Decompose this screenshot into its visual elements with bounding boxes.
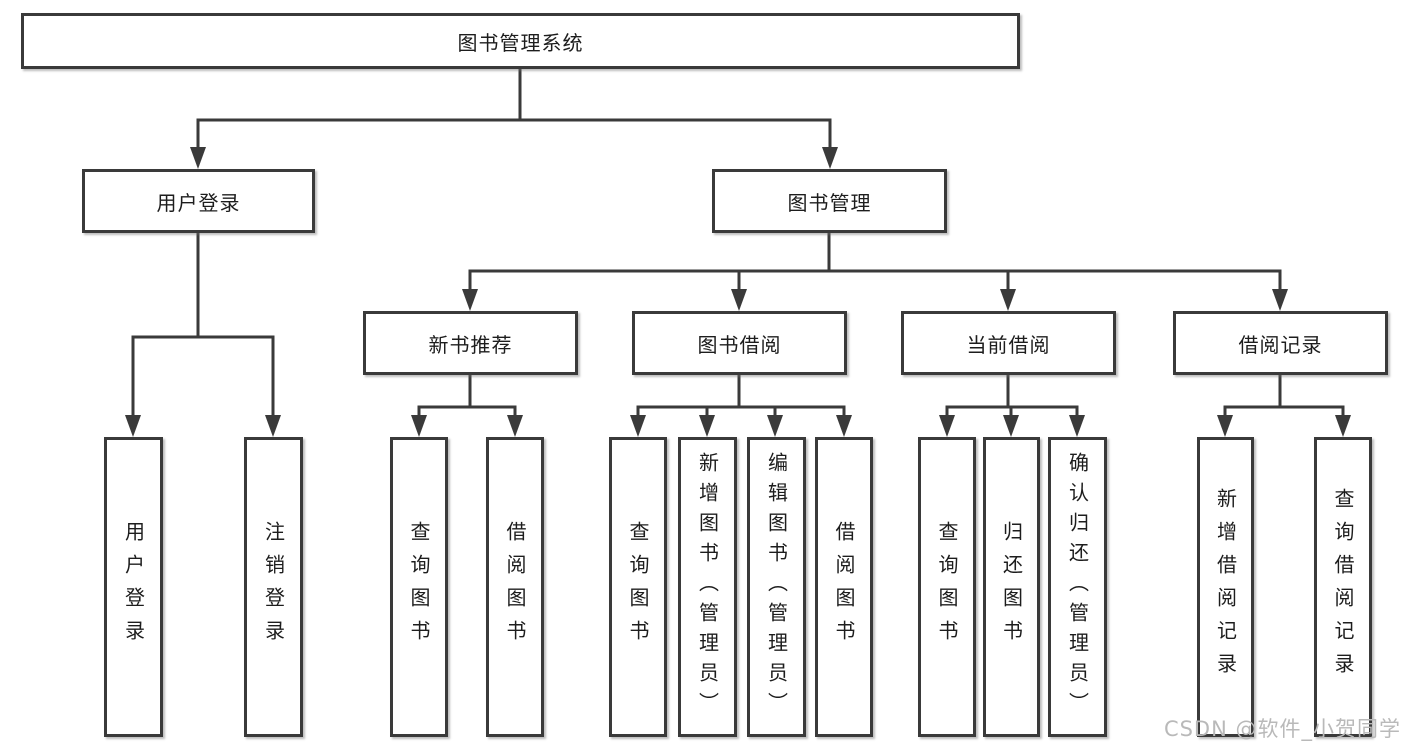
- node-label: 查询图书: [626, 521, 650, 653]
- node-label: 用户登录: [156, 190, 241, 215]
- leaf-edit-books-admin: 编辑图书（管理员）: [747, 437, 806, 737]
- node-current-borrow: 当前借阅: [901, 311, 1116, 375]
- leaf-query-books-borrow: 查询图书: [609, 437, 667, 737]
- node-book-management: 图书管理: [712, 169, 947, 233]
- leaf-confirm-return-admin: 确认归还（管理员）: [1048, 437, 1107, 737]
- node-label: 查询借阅记录: [1331, 488, 1355, 686]
- node-borrow-records: 借阅记录: [1173, 311, 1388, 375]
- node-label: 图书管理: [787, 190, 872, 215]
- node-label: 借阅图书: [832, 521, 856, 653]
- leaf-query-books-recommend: 查询图书: [390, 437, 448, 737]
- leaf-query-borrow-record: 查询借阅记录: [1314, 437, 1372, 737]
- node-label: 查询图书: [407, 521, 431, 653]
- node-label: 归还图书: [999, 521, 1024, 653]
- node-label: 借阅图书: [503, 521, 527, 653]
- leaf-logout: 注销登录: [244, 437, 303, 737]
- node-label: 当前借阅: [966, 332, 1051, 357]
- node-label: 编辑图书（管理员）: [764, 452, 789, 722]
- leaf-user-login: 用户登录: [104, 437, 163, 737]
- node-label: 用户登录: [121, 521, 146, 653]
- node-user-login: 用户登录: [82, 169, 315, 233]
- node-label: 图书管理系统: [457, 30, 584, 55]
- node-label: 图书借阅: [697, 332, 782, 357]
- node-label: 新书推荐: [428, 332, 513, 357]
- leaf-add-borrow-record: 新增借阅记录: [1197, 437, 1254, 737]
- leaf-add-books-admin: 新增图书（管理员）: [678, 437, 737, 737]
- leaf-borrow-books: 借阅图书: [815, 437, 873, 737]
- arrowheads: [125, 147, 1351, 437]
- node-book-borrow: 图书借阅: [632, 311, 847, 375]
- leaf-return-books: 归还图书: [983, 437, 1040, 737]
- node-label: 新增图书（管理员）: [695, 452, 720, 722]
- leaf-borrow-books-recommend: 借阅图书: [486, 437, 544, 737]
- node-label: 确认归还（管理员）: [1065, 452, 1090, 722]
- csdn-watermark: CSDN @软件_小贺同学: [1163, 717, 1401, 741]
- node-root-library-system: 图书管理系统: [21, 13, 1020, 69]
- leaf-query-books-current: 查询图书: [918, 437, 976, 737]
- node-label: 注销登录: [261, 521, 286, 653]
- node-label: 借阅记录: [1238, 332, 1323, 357]
- node-label: 查询图书: [935, 521, 959, 653]
- node-label: 新增借阅记录: [1213, 488, 1238, 686]
- node-new-book-recommend: 新书推荐: [363, 311, 578, 375]
